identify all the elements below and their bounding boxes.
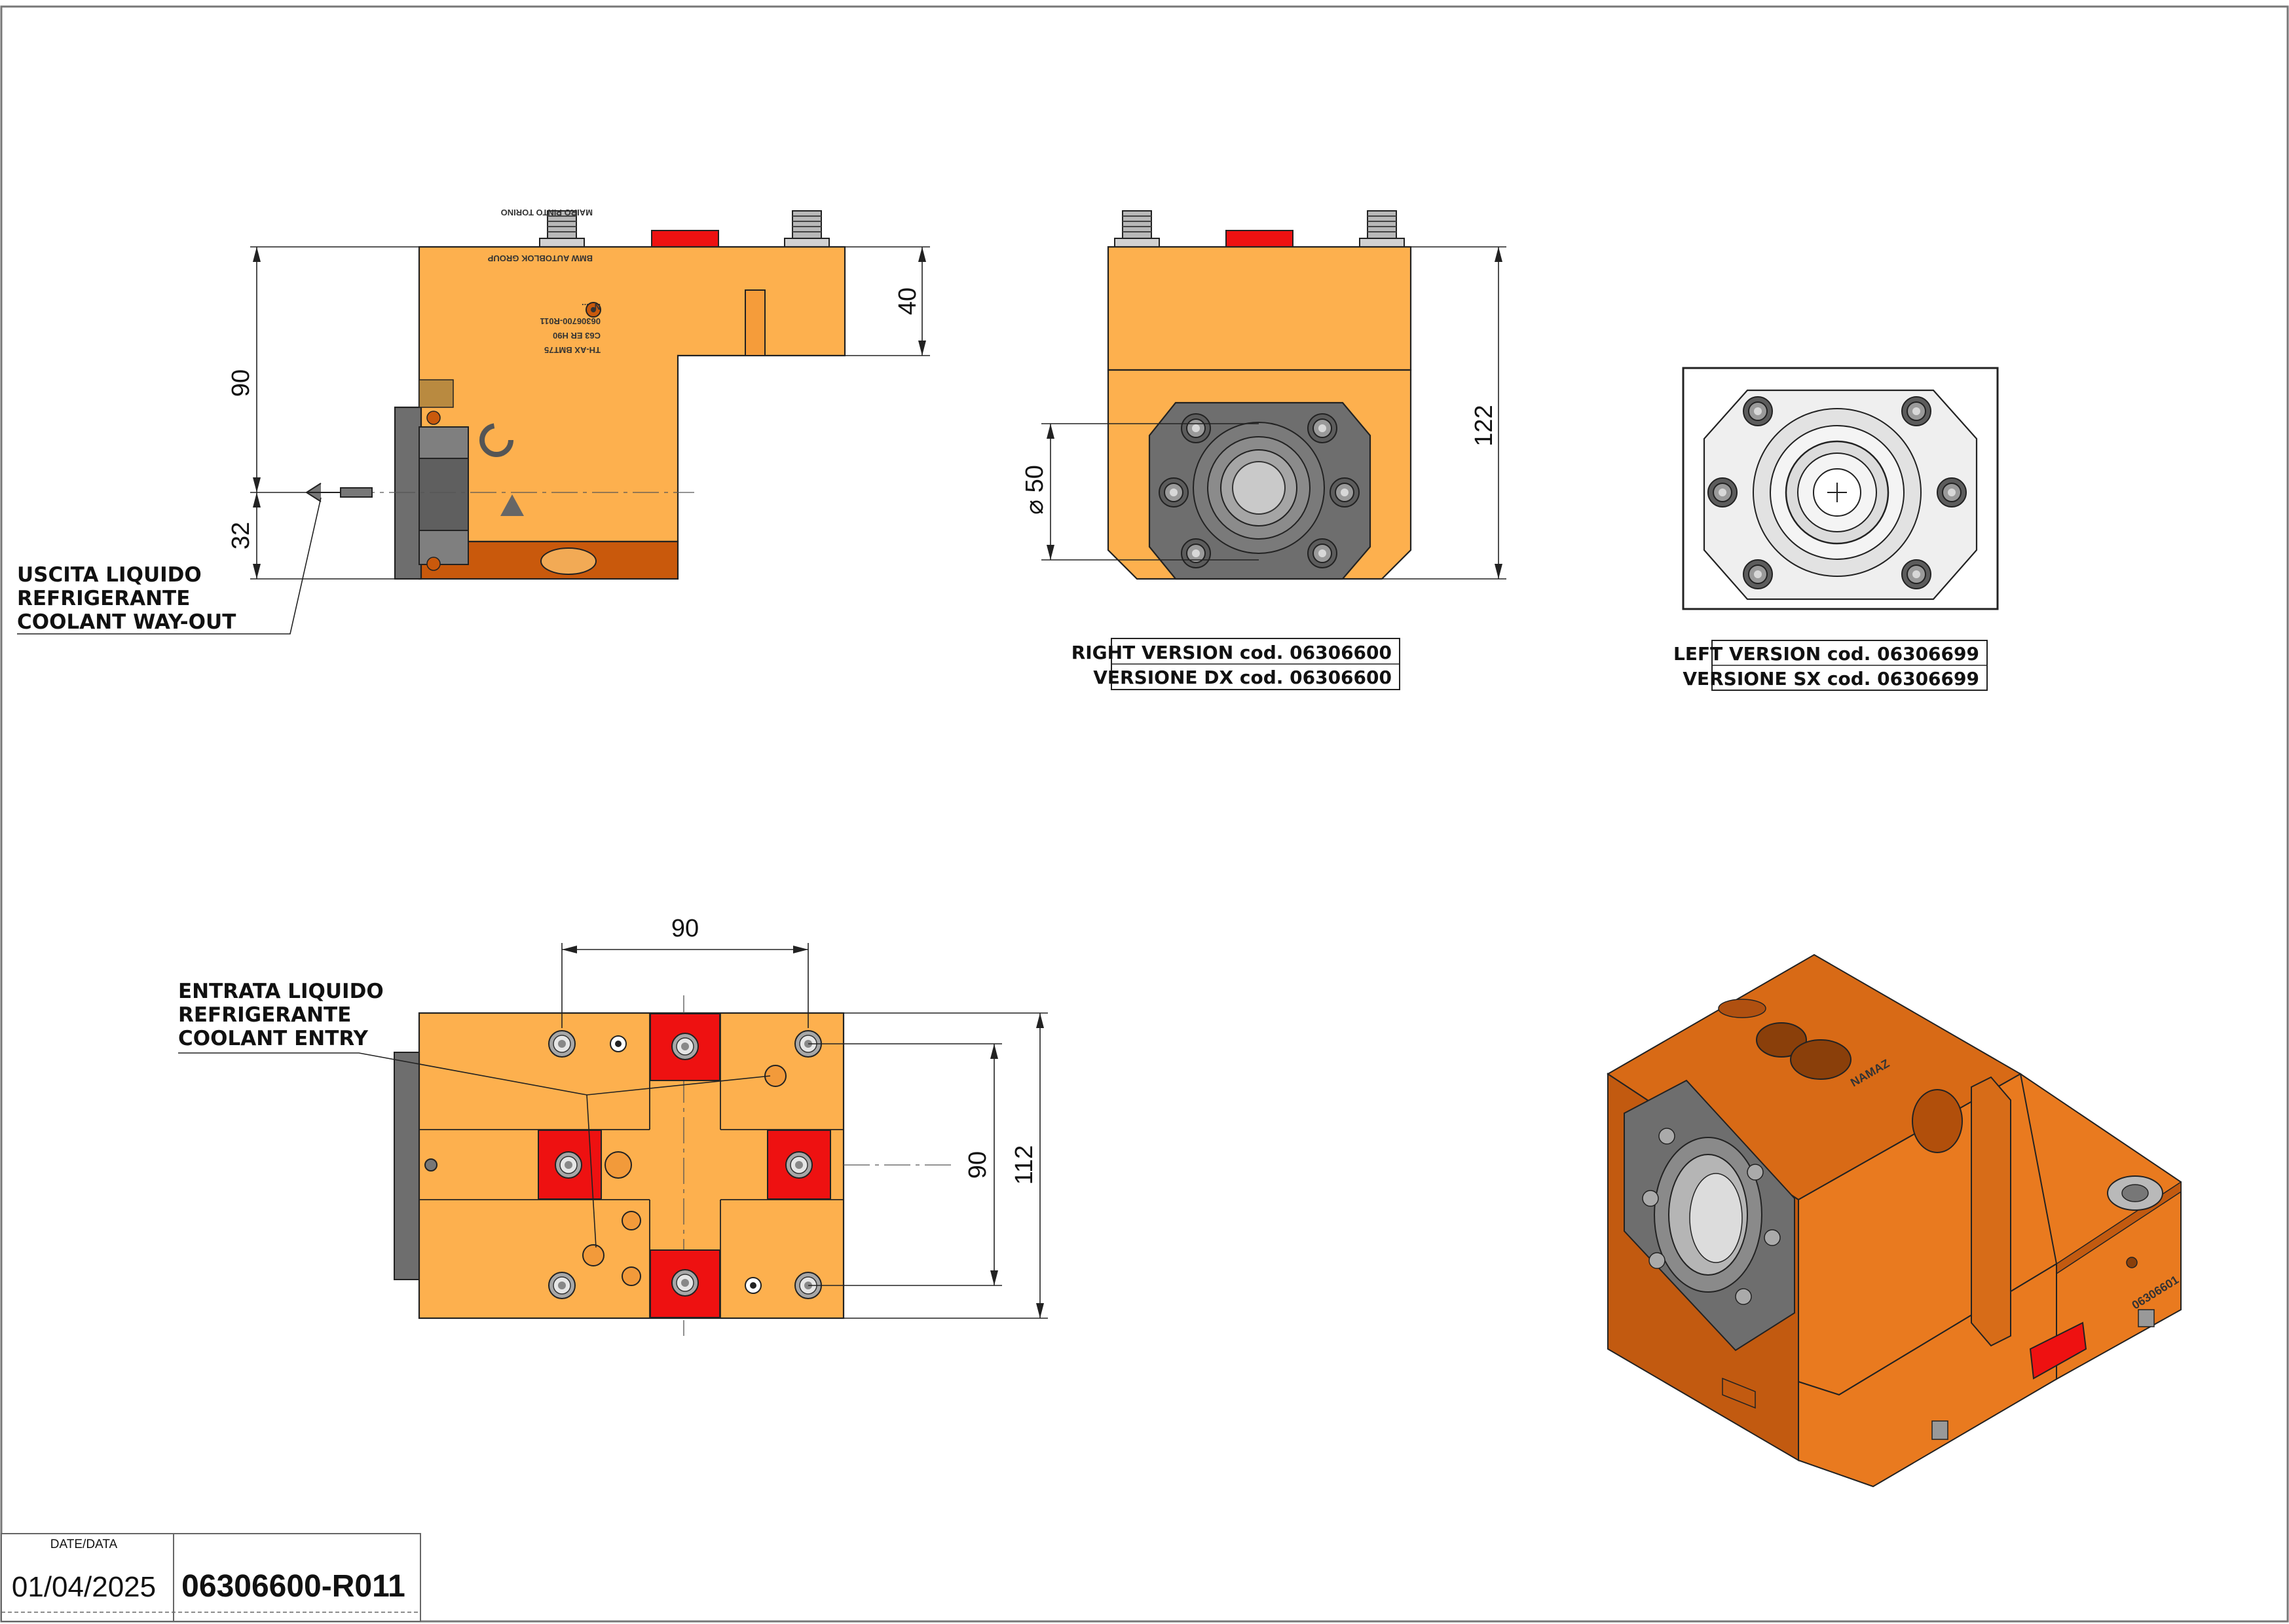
title-block-code: 06306600-R011 xyxy=(181,1569,405,1604)
dim-front-122: 122 xyxy=(1470,405,1498,446)
dim-top-112: 112 xyxy=(1011,1145,1038,1185)
dim-top-90-h: 90 xyxy=(671,915,699,942)
engraving-line-2: C63 ER H90 xyxy=(553,331,601,341)
coolant-in-label-2: REFRIGERANTE xyxy=(178,1003,351,1027)
engraving-line-4: N° ... xyxy=(582,302,601,312)
logo-mark xyxy=(479,423,513,457)
logo-triangle xyxy=(500,494,524,516)
isometric-view: NAMAZ 06306601 xyxy=(1607,953,2182,1488)
engraving-line-1: TH-AX BMT75 xyxy=(544,345,601,355)
engraving-line-3: 06306700-R011 xyxy=(540,316,601,326)
front-view: 122 ⌀ 50 RIGHT VERSION cod. 06306600 VER… xyxy=(1021,210,1506,690)
coolant-out-label-1: USCITA LIQUIDO xyxy=(17,563,202,587)
coolant-out-label-2: REFRIGERANTE xyxy=(17,587,190,610)
left-version-view: LEFT VERSION cod. 06306699 VERSIONE SX c… xyxy=(1673,367,1999,691)
dim-front-bore: ⌀ 50 xyxy=(1021,465,1049,515)
dim-top-90-v: 90 xyxy=(964,1151,992,1179)
title-block: DATE/DATA 01/04/2025 06306600-R011 xyxy=(1,1533,421,1622)
top-view: 90 90 112 ENTRATA LIQUIDO REFRIGERANTE C… xyxy=(178,915,1048,1336)
coolant-in-label-1: ENTRATA LIQUIDO xyxy=(178,980,384,1003)
engraving-line-5: MAIRO PINTO TORINO xyxy=(501,208,593,217)
versione-sx-label: VERSIONE SX cod. 06306699 xyxy=(1683,668,1979,690)
left-version-label: LEFT VERSION cod. 06306699 xyxy=(1673,643,1979,665)
sheet-border xyxy=(0,5,2289,1623)
versione-dx-label: VERSIONE DX cod. 06306600 xyxy=(1093,667,1392,688)
coolant-in-label-3: COOLANT ENTRY xyxy=(178,1027,369,1050)
dim-side-32: 32 xyxy=(227,522,255,549)
coolant-out-label-3: COOLANT WAY-OUT xyxy=(17,610,236,634)
coolant-out-arrow xyxy=(305,483,373,502)
right-version-label: RIGHT VERSION cod. 06306600 xyxy=(1071,642,1392,663)
iso-key-red xyxy=(2029,1321,2087,1380)
title-block-date-label: DATE/DATA xyxy=(50,1538,118,1551)
title-block-date: 01/04/2025 xyxy=(12,1571,156,1603)
dim-side-40: 40 xyxy=(894,287,921,315)
engraving-line-6: BMW AUTOBLOK GROUP xyxy=(487,253,593,263)
side-view: TH-AX BMT75 C63 ER H90 06306700-R011 N° … xyxy=(17,208,930,635)
dim-side-90: 90 xyxy=(227,369,255,397)
